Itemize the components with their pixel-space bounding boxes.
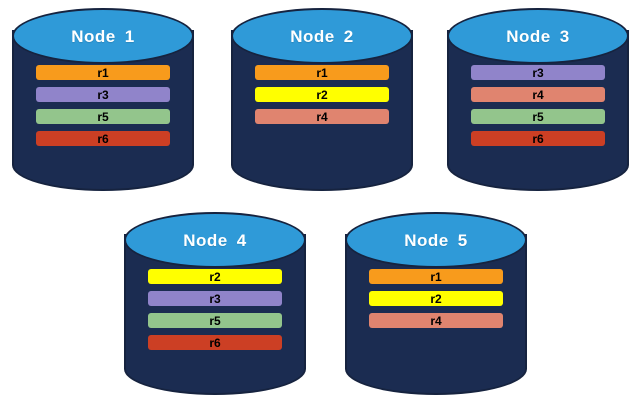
replica-bar-r6[interactable]: r6 <box>148 335 282 350</box>
database-node-5[interactable]: r1 r2 r4 Node 5 <box>345 212 527 395</box>
replica-bar-r4[interactable]: r4 <box>255 109 389 124</box>
node-title-number: 3 <box>559 26 570 46</box>
node-title-number: 4 <box>236 230 247 250</box>
database-node-4[interactable]: r2 r3 r5 r6 Node 4 <box>124 212 306 395</box>
replica-bar-r1[interactable]: r1 <box>255 65 389 80</box>
replica-list: r1 r2 r4 <box>255 65 389 124</box>
node-title: Node 3 <box>506 28 569 45</box>
replica-bar-r5[interactable]: r5 <box>471 109 605 124</box>
replica-bar-r4[interactable]: r4 <box>471 87 605 102</box>
replica-label: r5 <box>97 109 109 124</box>
replica-label: r4 <box>316 109 328 124</box>
node-title-word: Node <box>183 230 228 250</box>
cylinder-top: Node 3 <box>447 8 629 64</box>
node-title: Node 1 <box>71 28 134 45</box>
replica-label: r3 <box>532 65 544 80</box>
replica-bar-r2[interactable]: r2 <box>148 269 282 284</box>
cylinder-top: Node 1 <box>12 8 194 64</box>
replica-label: r5 <box>532 109 544 124</box>
replica-bar-r5[interactable]: r5 <box>148 313 282 328</box>
replica-bar-r2[interactable]: r2 <box>369 291 503 306</box>
node-title: Node 2 <box>290 28 353 45</box>
cylinder-top: Node 4 <box>124 212 306 268</box>
database-node-2[interactable]: r1 r2 r4 Node 2 <box>231 8 413 191</box>
replica-list: r2 r3 r5 r6 <box>148 269 282 350</box>
replica-bar-r3[interactable]: r3 <box>36 87 170 102</box>
replica-label: r6 <box>532 131 544 146</box>
replica-bar-r4[interactable]: r4 <box>369 313 503 328</box>
replica-label: r6 <box>209 335 221 350</box>
replica-label: r2 <box>316 87 328 102</box>
node-title-word: Node <box>506 26 551 46</box>
replica-label: r4 <box>532 87 544 102</box>
database-node-3[interactable]: r3 r4 r5 r6 Node 3 <box>447 8 629 191</box>
node-title: Node 4 <box>183 232 246 249</box>
replica-bar-r3[interactable]: r3 <box>148 291 282 306</box>
replica-label: r1 <box>430 269 442 284</box>
node-title-number: 2 <box>343 26 354 46</box>
node-title-number: 1 <box>124 26 135 46</box>
replica-list: r1 r2 r4 <box>369 269 503 328</box>
replica-label: r2 <box>209 269 221 284</box>
replica-bar-r2[interactable]: r2 <box>255 87 389 102</box>
replica-label: r4 <box>430 313 442 328</box>
replica-label: r6 <box>97 131 109 146</box>
replica-bar-r1[interactable]: r1 <box>36 65 170 80</box>
cylinder-top: Node 2 <box>231 8 413 64</box>
replica-bar-r3[interactable]: r3 <box>471 65 605 80</box>
node-title: Node 5 <box>404 232 467 249</box>
replica-list: r3 r4 r5 r6 <box>471 65 605 146</box>
node-title-word: Node <box>71 26 116 46</box>
replica-label: r3 <box>97 87 109 102</box>
replica-label: r2 <box>430 291 442 306</box>
replica-label: r1 <box>97 65 109 80</box>
node-title-word: Node <box>404 230 449 250</box>
node-title-word: Node <box>290 26 335 46</box>
database-node-1[interactable]: r1 r3 r5 r6 Node 1 <box>12 8 194 191</box>
replica-list: r1 r3 r5 r6 <box>36 65 170 146</box>
replica-label: r5 <box>209 313 221 328</box>
replica-bar-r5[interactable]: r5 <box>36 109 170 124</box>
replica-bar-r6[interactable]: r6 <box>471 131 605 146</box>
replica-label: r3 <box>209 291 221 306</box>
replica-label: r1 <box>316 65 328 80</box>
cylinder-top: Node 5 <box>345 212 527 268</box>
replica-bar-r6[interactable]: r6 <box>36 131 170 146</box>
node-title-number: 5 <box>457 230 468 250</box>
replica-bar-r1[interactable]: r1 <box>369 269 503 284</box>
